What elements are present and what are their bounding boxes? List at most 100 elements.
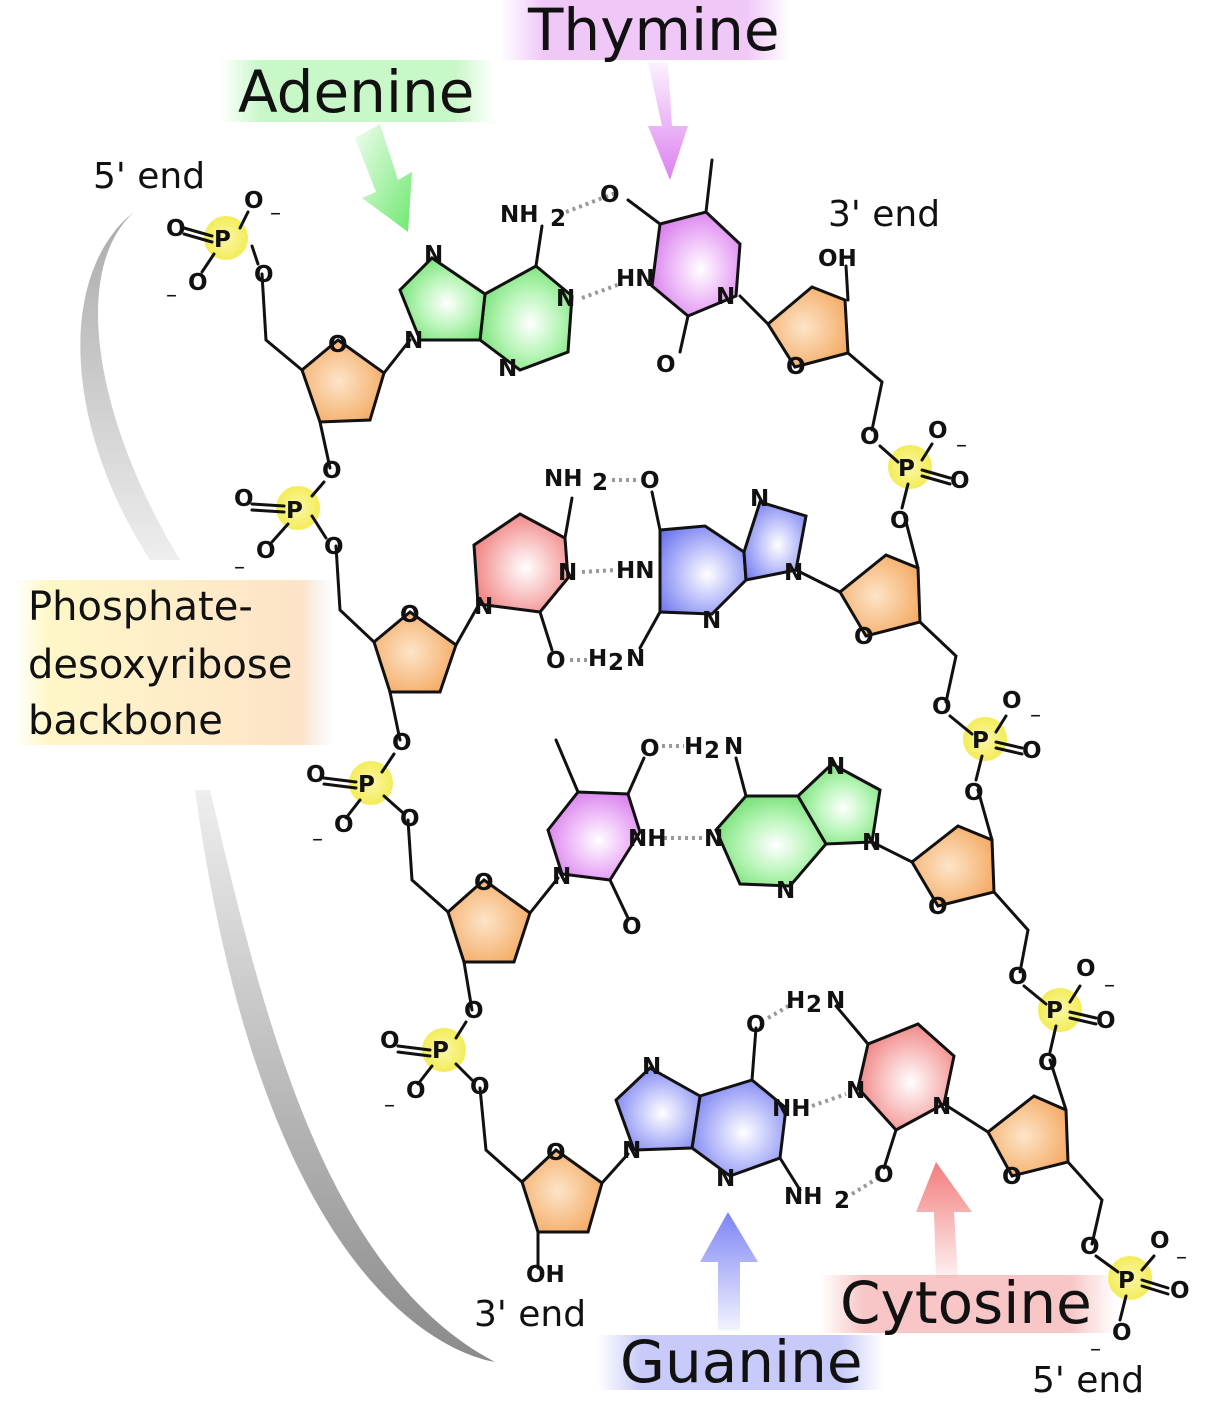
svg-text:O: O (324, 534, 344, 560)
five-prime-end-top-label: 5' end (93, 156, 205, 197)
cytosine-label-highlight (820, 1275, 1115, 1333)
svg-text:O: O (656, 352, 676, 378)
svg-text:O: O (622, 914, 642, 940)
svg-text:H: H (588, 646, 607, 672)
svg-text:–: – (384, 1093, 395, 1118)
svg-text:N: N (846, 1078, 865, 1104)
svg-text:–: – (312, 827, 323, 852)
svg-text:O: O (188, 270, 208, 296)
svg-text:O: O (470, 1074, 490, 1100)
svg-text:O: O (1038, 1050, 1058, 1076)
svg-text:N: N (404, 328, 423, 354)
svg-text:O: O (890, 508, 910, 534)
svg-text:O: O (400, 602, 420, 628)
right-strand-phosphates (888, 445, 1152, 1300)
svg-text:OH: OH (818, 246, 857, 272)
thymine-base-row3 (546, 738, 646, 920)
svg-text:–: – (1090, 1337, 1101, 1362)
cytosine-label: Cytosine (840, 1269, 1092, 1337)
right-strand-bonds (738, 264, 1104, 1246)
svg-text:N: N (474, 594, 493, 620)
three-prime-end-top-label: 3' end (828, 194, 940, 235)
svg-text:O: O (1150, 1228, 1170, 1254)
svg-text:O: O (400, 806, 420, 832)
svg-text:2: 2 (834, 1188, 850, 1214)
svg-text:O: O (854, 624, 874, 650)
svg-text:–: – (270, 201, 281, 226)
svg-text:N: N (558, 560, 577, 586)
svg-text:O: O (474, 870, 494, 896)
svg-text:P: P (214, 227, 231, 253)
svg-text:O: O (380, 1028, 400, 1054)
backbone-brace (80, 212, 495, 1362)
svg-text:O: O (406, 1078, 426, 1104)
svg-text:–: – (1030, 703, 1041, 728)
svg-text:NH: NH (500, 202, 539, 228)
svg-text:–: – (166, 283, 177, 308)
svg-text:N: N (552, 864, 571, 890)
svg-text:N: N (932, 1094, 951, 1120)
svg-text:O: O (254, 262, 274, 288)
svg-text:H: H (684, 734, 703, 760)
svg-text:HN: HN (616, 266, 655, 292)
svg-text:OH: OH (526, 1262, 565, 1288)
svg-text:HN: HN (616, 558, 655, 584)
guanine-base-row4 (614, 1026, 802, 1192)
adenine-base-row3 (714, 756, 882, 888)
svg-text:O: O (1112, 1320, 1132, 1346)
left-strand-phosphates (204, 216, 466, 1072)
svg-text:O: O (932, 694, 952, 720)
svg-text:O: O (464, 998, 484, 1024)
svg-text:O: O (874, 1162, 894, 1188)
backbone-label-line3: backbone (28, 698, 223, 744)
svg-text:O: O (1080, 1234, 1100, 1260)
svg-text:O: O (1096, 1008, 1116, 1034)
svg-text:O: O (166, 216, 186, 242)
svg-text:O: O (1002, 688, 1022, 714)
backbone-label-line1: Phosphate- (28, 584, 253, 630)
svg-text:N: N (750, 486, 769, 512)
svg-text:NH: NH (784, 1184, 823, 1210)
adenine-arrow (355, 124, 412, 232)
five-prime-end-bottom-label: 5' end (1032, 1360, 1144, 1401)
svg-text:O: O (256, 538, 276, 564)
left-strand-sugars (300, 338, 604, 1234)
phosphate-bonds (182, 210, 1170, 1322)
svg-text:O: O (1008, 964, 1028, 990)
thymine-arrow (648, 62, 688, 180)
cytosine-arrow (916, 1162, 972, 1278)
svg-text:P: P (358, 772, 375, 798)
svg-text:O: O (322, 458, 342, 484)
three-prime-end-bottom-label: 3' end (474, 1294, 586, 1335)
svg-text:N: N (862, 830, 881, 856)
svg-text:N: N (716, 284, 735, 310)
svg-text:N: N (724, 734, 743, 760)
svg-text:O: O (328, 332, 348, 358)
svg-text:N: N (642, 1054, 661, 1080)
thymine-label: Thymine (527, 0, 780, 64)
svg-text:O: O (640, 736, 660, 762)
svg-text:P: P (1046, 998, 1063, 1024)
svg-text:N: N (776, 878, 795, 904)
svg-text:O: O (950, 468, 970, 494)
svg-text:2: 2 (806, 992, 822, 1018)
svg-text:P: P (898, 456, 915, 482)
guanine-base-row2 (638, 490, 808, 650)
svg-text:O: O (1022, 738, 1042, 764)
svg-text:–: – (234, 555, 245, 580)
svg-text:NH: NH (772, 1096, 811, 1122)
svg-text:O: O (1076, 956, 1096, 982)
svg-text:O: O (306, 762, 326, 788)
svg-text:O: O (928, 418, 948, 444)
svg-text:N: N (424, 242, 443, 268)
adenine-base-row1 (398, 224, 574, 372)
svg-text:N: N (716, 1166, 735, 1192)
adenine-label-highlight (220, 60, 495, 122)
svg-text:2: 2 (608, 650, 624, 676)
svg-text:N: N (826, 754, 845, 780)
svg-text:P: P (972, 728, 989, 754)
cytosine-base-row2 (472, 496, 574, 652)
guanine-label-highlight (598, 1335, 883, 1390)
svg-text:P: P (432, 1038, 449, 1064)
svg-text:2: 2 (592, 470, 608, 496)
